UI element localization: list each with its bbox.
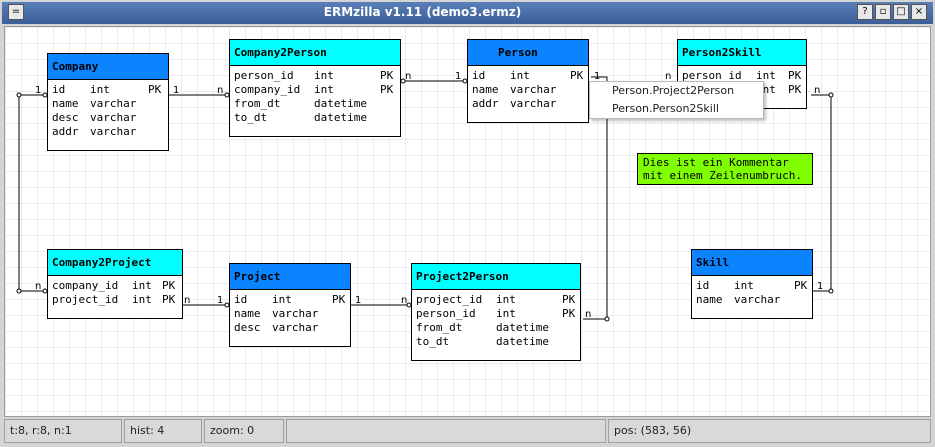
table-title[interactable]: Company2Person [230,40,400,66]
table-title[interactable]: Skill [692,250,812,276]
comment-line: mit einem Zeilenumbruch. [643,169,802,182]
minimize-button[interactable]: ▫ [875,4,891,20]
cardinality-label: n [217,85,223,96]
relationship-lines: 1 1 n n 1 1 n n n 1 1 n n n 1 [16,71,834,322]
table-title[interactable]: Person2Skill [678,40,806,66]
cardinality-label: 1 [455,71,461,82]
cardinality-label: n [35,281,41,292]
cardinality-label: 1 [173,85,179,96]
cardinality-label: n [814,85,820,96]
popup-item-person-person2skill[interactable]: Person.Person2Skill [612,102,719,115]
relationship-popup-menu: Person.Project2Person Person.Person2Skil… [589,81,764,119]
rel-person2skill-skill[interactable] [811,94,832,292]
rel-connector-dot[interactable] [16,288,22,294]
rel-person-project2person[interactable] [583,76,608,320]
status-position: pos: (583, 56) [608,419,931,443]
window-title: ERMzilla v1.11 (demo3.ermz) [323,5,522,19]
rel-connector-dot[interactable] [828,288,834,294]
cardinality-label: 1 [355,295,361,306]
table-title[interactable]: Company [48,54,168,80]
status-counts: t:8, r:8, n:1 [4,419,122,443]
rel-connector-dot[interactable] [16,92,22,98]
cardinality-label: n [405,71,411,82]
rel-connector-dot[interactable] [828,92,834,98]
cardinality-label: n [665,71,671,82]
cardinality-label: n [585,309,591,320]
help-button[interactable]: ? [857,4,873,20]
table-title[interactable]: Project [230,264,350,290]
close-button[interactable]: × [911,4,927,20]
cardinality-label: 1 [35,85,41,96]
window-menu-button[interactable]: = [8,4,24,20]
status-history: hist: 4 [124,419,202,443]
cardinality-label: 1 [594,71,600,82]
table-title[interactable]: Project2Person [412,264,580,290]
cardinality-label: 1 [817,281,823,292]
maximize-button[interactable]: □ [893,4,909,20]
rel-connector-dot[interactable] [604,316,610,322]
status-message [286,419,606,443]
table-title[interactable]: Company2Project [48,250,182,276]
popup-item-person-project2person[interactable]: Person.Project2Person [612,84,735,97]
cardinality-label: n [401,295,407,306]
comment-line: Dies ist ein Kommentar [643,156,789,169]
rel-connector-dot[interactable] [400,78,406,84]
cardinality-label: n [184,295,190,306]
status-zoom: zoom: 0 [204,419,284,443]
diagram-canvas[interactable]: 1 1 n n 1 1 n n n 1 1 n n n 1 Company id… [4,26,931,417]
status-bar: t:8, r:8, n:1 hist: 4 zoom: 0 pos: (583,… [2,419,933,445]
cardinality-label: 1 [217,295,223,306]
table-title[interactable]: Person [468,40,588,66]
title-bar[interactable]: = ERMzilla v1.11 (demo3.ermz) ? ▫ □ × [2,2,933,24]
rel-company-company2project[interactable] [18,94,45,292]
